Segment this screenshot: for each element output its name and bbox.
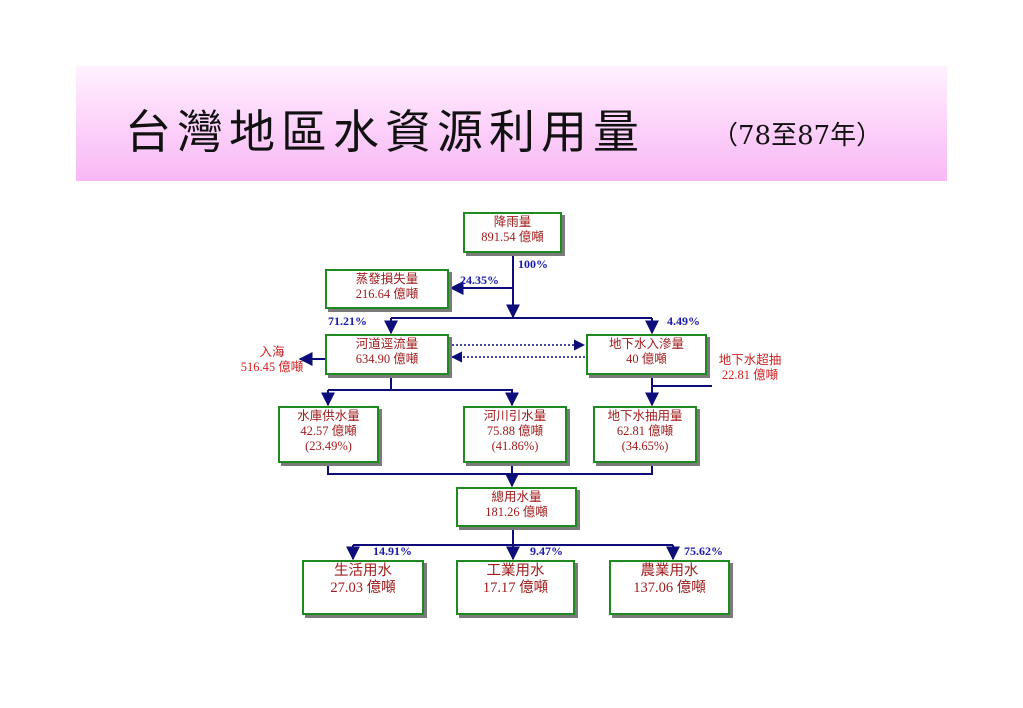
rainfall-label: 降雨量	[493, 215, 532, 229]
groundwater-value: 62.81 億噸	[616, 424, 674, 438]
reservoir-node: 水庫供水量 42.57 億噸 (23.49%)	[278, 406, 379, 463]
domestic-value: 27.03 億噸	[330, 580, 396, 596]
page-title: 台灣地區水資源利用量	[125, 105, 645, 159]
pct-runoff: 71.21%	[328, 314, 367, 328]
river-label: 河川引水量	[483, 409, 547, 423]
river-value: 75.88 億噸	[486, 424, 544, 438]
infiltration-value: 40 億噸	[626, 352, 667, 366]
pct-evaporation: 24.35%	[460, 273, 499, 287]
industrial-label: 工業用水	[486, 563, 545, 579]
evaporation-value: 216.64 億噸	[355, 287, 419, 301]
reservoir-value: 42.57 億噸	[300, 424, 357, 438]
pct-industrial: 9.47%	[530, 544, 563, 558]
sea-label: 入海	[259, 345, 285, 359]
groundwater-node: 地下水抽用量 62.81 億噸 (34.65%)	[593, 406, 697, 463]
groundwater-label: 地下水抽用量	[607, 409, 683, 423]
pct-agricultural: 75.62%	[684, 544, 723, 558]
reservoir-share: (23.49%)	[305, 439, 352, 453]
domestic-label: 生活用水	[334, 563, 392, 579]
river-share: (41.86%)	[491, 439, 539, 453]
infiltration-node: 地下水入滲量 40 億噸	[586, 334, 707, 375]
title-banner	[76, 66, 947, 181]
overpump-value: 22.81 億噸	[721, 368, 779, 382]
overpump-label-group: 地下水超抽 22.81 億噸	[710, 353, 790, 383]
connector-river-bar	[391, 389, 519, 407]
runoff-node: 河道逕流量 634.90 億噸	[325, 334, 449, 375]
evaporation-node: 蒸發損失量 216.64 億噸	[325, 269, 449, 309]
agricultural-label: 農業用水	[640, 563, 699, 579]
evaporation-label: 蒸發損失量	[355, 272, 419, 286]
page-subtitle: （78至87年）	[712, 121, 883, 151]
industrial-value: 17.17 億噸	[482, 580, 549, 596]
pct-rain-total: 100%	[518, 257, 548, 271]
pct-domestic: 14.91%	[373, 544, 412, 558]
agricultural-node: 農業用水 137.06 億噸	[609, 560, 730, 615]
connector-gather	[327, 464, 653, 475]
sea-value: 516.45 億噸	[240, 360, 304, 374]
total-node: 總用水量 181.26 億噸	[456, 487, 577, 527]
overpump-label: 地下水超抽	[718, 353, 782, 367]
domestic-node: 生活用水 27.03 億噸	[302, 560, 424, 615]
agricultural-value: 137.06 億噸	[633, 580, 706, 596]
rainfall-value: 891.54 億噸	[481, 230, 544, 244]
sea-outflow-label: 入海 516.45 億噸	[232, 345, 312, 375]
industrial-node: 工業用水 17.17 億噸	[456, 560, 575, 615]
river-node: 河川引水量 75.88 億噸 (41.86%)	[463, 406, 567, 463]
infiltration-label: 地下水入滲量	[608, 337, 684, 351]
connector-runoff-down	[328, 376, 392, 391]
reservoir-label: 水庫供水量	[297, 409, 360, 423]
pct-infiltration: 4.49%	[667, 314, 700, 328]
total-value: 181.26 億噸	[485, 505, 548, 519]
groundwater-share: (34.65%)	[621, 439, 669, 453]
rainfall-node: 降雨量 891.54 億噸	[463, 212, 562, 253]
total-label: 總用水量	[491, 490, 542, 504]
runoff-value: 634.90 億噸	[355, 352, 419, 366]
runoff-label: 河道逕流量	[355, 337, 419, 351]
